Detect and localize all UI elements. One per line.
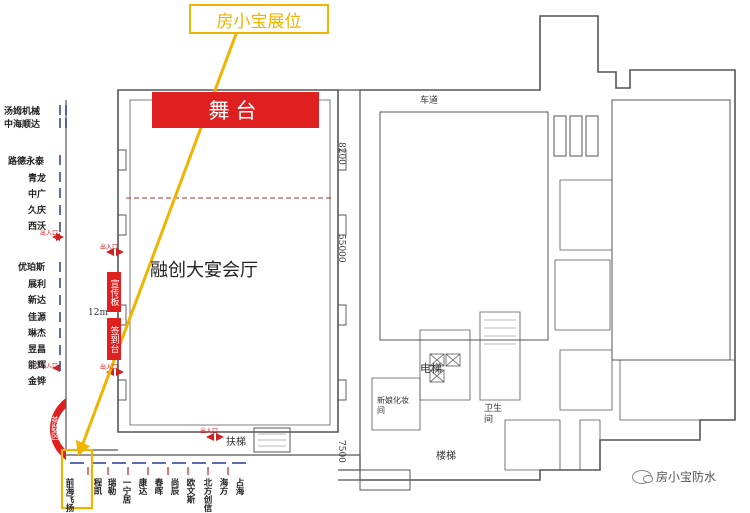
left-brand: 能辉 — [28, 361, 47, 371]
booth-callout: 房小宝展位 — [189, 4, 329, 34]
watermark-text: 房小宝防水 — [656, 470, 717, 484]
left-brand: 展利 — [28, 280, 47, 290]
bride-room-label: 新娘化妆间 — [377, 396, 409, 415]
stairs-label: 楼梯 — [436, 451, 456, 462]
bottom-brand: 海方 — [218, 478, 228, 495]
east-corridor-wall — [338, 89, 361, 471]
east-room-2 — [559, 179, 613, 251]
stage: 舞台 — [152, 92, 319, 128]
bottom-brand: 康达 — [137, 478, 147, 495]
left-brand: 新达 — [28, 296, 47, 306]
bottom-brand: 尚辰 — [169, 478, 179, 495]
entry-left-1: 出入口 — [40, 230, 59, 237]
tea-area-label: 茶歇区 — [50, 416, 60, 440]
entry-south: 出入口 — [200, 428, 219, 435]
east-room-9 — [619, 359, 736, 421]
south-room — [359, 469, 411, 491]
bottom-brand: 北方创信 — [202, 478, 212, 512]
east-room-10 — [559, 349, 613, 411]
entry-hall-2: 出入口 — [100, 364, 119, 371]
restroom-label: 卫生间 — [484, 404, 503, 425]
dimension-12m: 12m — [88, 308, 108, 318]
hall-label: 融创大宴会厅 — [150, 260, 258, 281]
left-brand: 佳源 — [28, 313, 47, 323]
road-label: 车道 — [420, 96, 439, 106]
left-brand: 优珀斯 — [18, 263, 46, 273]
east-room-3 — [554, 259, 611, 331]
escalator-box — [253, 427, 291, 453]
promo-board: 宣传板 — [107, 272, 121, 312]
left-brand: 中海顺达 — [4, 120, 41, 130]
bottom-brand-highlighted: 前海飞扬 — [64, 478, 74, 512]
east-room-1 — [611, 99, 731, 361]
south-wall — [66, 454, 361, 481]
tea-area-shape — [49, 398, 66, 460]
left-brand: 久庆 — [28, 206, 47, 216]
watermark: 房小宝防水 — [632, 468, 716, 485]
left-brand: 路德永泰 — [8, 157, 45, 167]
left-brand: 琳杰 — [28, 329, 47, 339]
bottom-brand: 一宁居 — [121, 478, 131, 504]
left-brand: 西沃 — [28, 222, 47, 232]
hall-wall — [117, 89, 339, 433]
entry-hall-1: 出入口 — [100, 244, 119, 251]
east-inner — [379, 111, 549, 341]
east-room-7 — [504, 419, 561, 471]
bottom-brand: 程凯 — [92, 478, 102, 495]
bottom-brand: 春晖 — [153, 478, 163, 495]
left-brand: 汤姆机械 — [4, 107, 41, 117]
east-room-6 — [479, 311, 521, 401]
bottom-brand: 欧文斯 — [185, 478, 195, 504]
sign-in-desk: 签到台 — [107, 318, 121, 360]
entry-left-2: 出入口 — [40, 363, 59, 370]
east-room-8 — [579, 419, 601, 471]
escalator-label: 扶梯 — [226, 437, 246, 448]
dimension-8200: 8200 — [336, 142, 346, 165]
bottom-brand: 占海 — [234, 478, 244, 495]
east-room-5 — [419, 329, 471, 401]
left-brand: 中广 — [28, 190, 47, 200]
bottom-brand: 瑞勒 — [106, 478, 116, 495]
dimension-55000: 55000 — [336, 234, 346, 263]
dimension-7500: 7500 — [336, 440, 346, 463]
highlighted-booth-box — [60, 448, 94, 510]
wechat-icon — [632, 469, 653, 484]
left-brand: 金铧 — [28, 377, 47, 387]
left-brand: 昱昌 — [28, 345, 47, 355]
left-brand: 青龙 — [28, 174, 47, 184]
east-room-4 — [371, 377, 421, 431]
elevator-label: 电梯 — [420, 362, 442, 375]
